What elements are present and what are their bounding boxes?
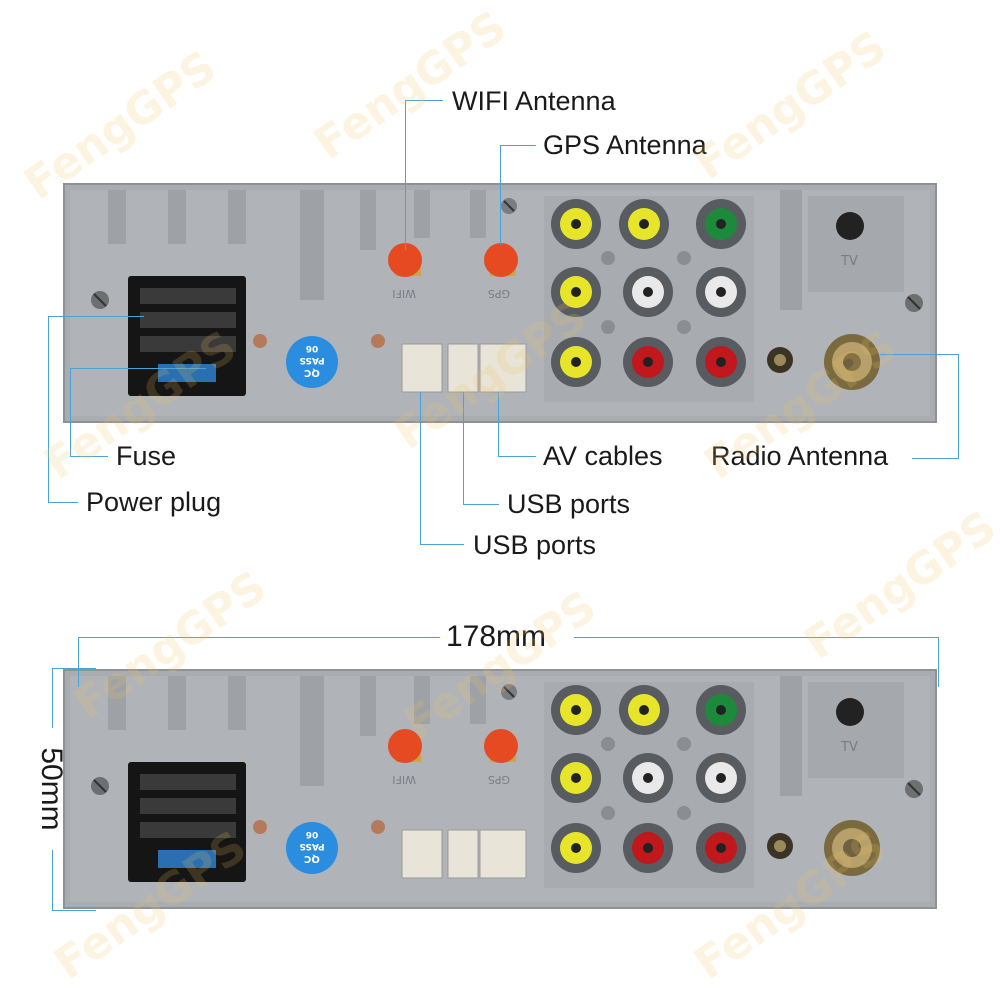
gps-mark: GPS: [488, 773, 510, 786]
dimension-line-height: [52, 850, 53, 910]
dimension-tick: [78, 637, 79, 687]
callout-line-fuse: [70, 368, 71, 456]
callout-line-wifi: [405, 100, 443, 101]
dimension-line-width: [574, 637, 938, 638]
callout-line-radio: [958, 354, 959, 458]
tv-mark: TV: [840, 740, 858, 755]
qc-sticker-text: 06: [306, 829, 319, 839]
callout-line-wifi: [405, 100, 406, 250]
wifi-mark: WIFI: [392, 773, 416, 786]
label-radio-antenna: Radio Antenna: [711, 441, 889, 471]
qc-sticker-text: QC: [304, 367, 320, 378]
callout-line-usb-1: [420, 392, 421, 544]
callout-line-radio: [912, 458, 959, 459]
dimension-tick: [52, 910, 96, 911]
qc-sticker-text: PASS: [299, 355, 324, 365]
dimension-tick: [938, 637, 939, 687]
label-usb-ports: USB ports: [473, 530, 597, 560]
tv-mark: TV: [840, 254, 858, 269]
watermark: FengGPS: [795, 501, 1000, 670]
callout-line-av: [498, 392, 499, 456]
label-gps-antenna: GPS Antenna: [543, 130, 707, 160]
callout-line-power: [48, 316, 144, 317]
qc-sticker-text: QC: [304, 853, 320, 864]
callout-line-fuse: [70, 456, 108, 457]
callout-line-av: [498, 456, 536, 457]
callout-line-fuse: [70, 368, 206, 369]
qc-sticker-text: PASS: [299, 841, 324, 851]
callout-line-usb-1: [420, 544, 464, 545]
wifi-mark: WIFI: [392, 287, 416, 300]
callout-line-gps: [500, 145, 536, 146]
callout-line-usb-2: [463, 504, 499, 505]
callout-line-usb-2: [463, 392, 464, 504]
dimension-height-label: 50mm: [35, 747, 68, 831]
qc-sticker-text: 06: [306, 343, 319, 353]
label-av-cables: AV cables: [543, 441, 663, 471]
label-fuse: Fuse: [116, 441, 177, 471]
dimension-line-height: [52, 668, 53, 728]
rear-panel-illustration-dimensions: TV QC PASS 06 WIFI GPS: [63, 669, 937, 909]
dimension-line-width: [78, 637, 440, 638]
gps-mark: GPS: [488, 287, 510, 300]
label-power-plug: Power plug: [86, 487, 222, 517]
callout-line-power: [48, 502, 78, 503]
dimension-tick: [52, 668, 96, 669]
label-wifi-antenna: WIFI Antenna: [452, 86, 616, 116]
callout-line-radio: [880, 354, 958, 355]
rear-panel-bottom: TV QC PASS 06 WIFI GPS: [0, 660, 1000, 920]
callout-line-power: [48, 316, 49, 502]
label-usb-ports: USB ports: [507, 489, 631, 519]
callout-line-gps: [500, 145, 501, 245]
dimension-width-label: 178mm: [446, 620, 547, 653]
